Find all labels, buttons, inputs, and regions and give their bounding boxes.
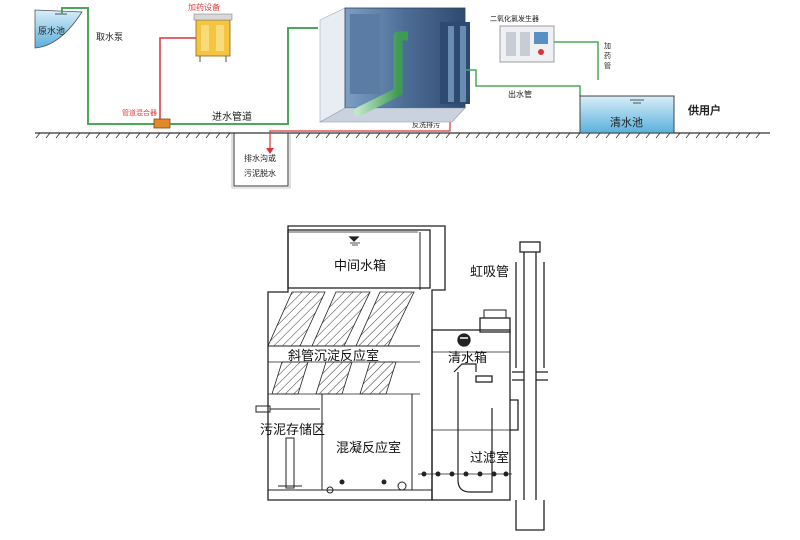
green-pipe (353, 31, 403, 117)
clear-water-pool: 清水池 (579, 95, 675, 134)
intake-pump-label: 取水泵 (96, 31, 123, 43)
inlet-pipeline-label: 进水管道 (212, 110, 252, 123)
source-pool-label: 原水池 (38, 25, 65, 37)
inclined-tubes-lower (271, 361, 397, 395)
clear-water-pool-label: 清水池 (610, 116, 643, 129)
drain-ditch-label-line2: 污泥脱水 (244, 168, 276, 178)
underdrain-nozzles (339, 471, 509, 485)
water-level-icon (348, 236, 360, 242)
equipment-labels: 中间水箱 虹吸管 斜管沉淀反应室 清水箱 污泥存储区 混凝反应室 过滤室 (260, 258, 509, 466)
chlorine-dioxide-generator: 二氧化氯发生器 (490, 14, 555, 63)
middle-tank-label: 中间水箱 (334, 258, 386, 274)
drain-ditch-label-line1: 排水沟或 (244, 153, 276, 163)
clear-tank-box (479, 317, 511, 333)
drain-ditch: 排水沟或 污泥脱水 (231, 133, 291, 189)
middle-tank-box (287, 229, 431, 289)
backwash-label: 反洗排污 (412, 120, 440, 129)
dosing-equipment: 加药设备 (188, 2, 233, 62)
sludge-pipes (255, 405, 320, 489)
siphon-pipe-label: 虹吸管 (470, 265, 509, 280)
chlorine-dioxide-generator-label: 二氧化氯发生器 (490, 14, 539, 23)
dosing-equipment-label: 加药设备 (188, 2, 220, 12)
gauge-icon (457, 333, 471, 347)
outlet-pipe (466, 69, 581, 96)
inlet-pipeline (170, 27, 318, 125)
intake-pipe (61, 7, 160, 125)
dosing-pipe-label-2: 药 (604, 51, 611, 60)
ground-hatching (35, 132, 761, 139)
dosing-line (159, 37, 196, 120)
siphon-pipe (510, 241, 548, 531)
user-supply-label: 供用户 (687, 103, 721, 117)
backwash-arrow-icon (266, 148, 274, 154)
inclined-tube-chamber-label: 斜管沉淀反应室 (288, 348, 379, 364)
source-pool: 原水池 (34, 9, 83, 49)
process-flow: 原水池 取水泵 加药设备 管道混合器 进水管道 排水沟或 (34, 2, 770, 189)
chlorine-dosing-pipe (554, 41, 599, 80)
dosing-pipe-label-3: 管 (604, 61, 611, 70)
filter-chamber-label: 过滤室 (470, 450, 509, 466)
dosing-pipe-label-1: 加 (604, 41, 611, 50)
inner-siphon (453, 363, 493, 493)
coagulation-chamber-label: 混凝反应室 (336, 440, 401, 456)
equipment-section (255, 225, 548, 531)
pipe-mixer-label: 管道混合器 (122, 108, 157, 117)
treatment-tank (318, 7, 470, 123)
sludge-storage-label: 污泥存储区 (260, 423, 325, 438)
filter-chamber-box (431, 329, 511, 501)
inclined-tubes (267, 291, 415, 347)
clear-water-tank-label: 清水箱 (448, 350, 487, 366)
outlet-pipe-label: 出水管 (508, 89, 532, 99)
valve-icon (397, 481, 407, 491)
